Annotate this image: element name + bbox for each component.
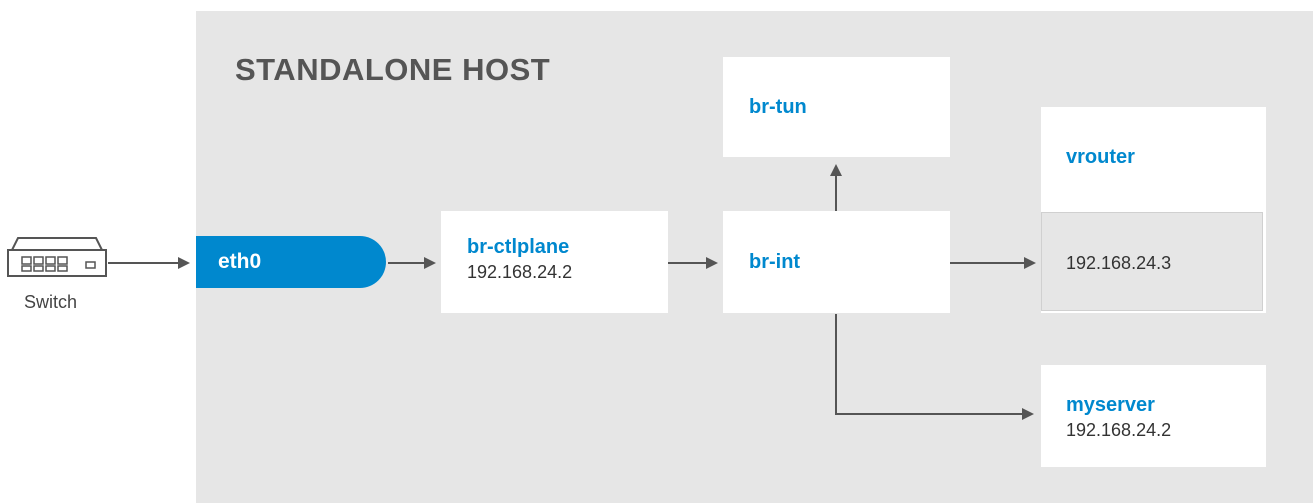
myserver-box (1041, 365, 1266, 467)
vrouter-ip: 192.168.24.3 (1066, 253, 1172, 273)
myserver-title: myserver (1066, 394, 1155, 416)
link-br-int-myserver (835, 314, 1034, 420)
br-ctlplane-box (441, 211, 668, 313)
br-tun-title: br-tun (749, 96, 807, 118)
host-title: STANDALONE HOST (235, 52, 551, 87)
network-switch-icon (7, 237, 107, 277)
br-int-box (723, 211, 950, 313)
br-ctlplane-title: br-ctlplane (467, 236, 570, 258)
br-int-title: br-int (749, 251, 801, 273)
switch-label: Switch (24, 292, 78, 312)
br-tun-box (723, 57, 950, 157)
vrouter-title: vrouter (1066, 146, 1135, 168)
br-ctlplane-ip: 192.168.24.2 (467, 262, 573, 282)
myserver-ip: 192.168.24.2 (1066, 420, 1172, 440)
vrouter-interface (1041, 212, 1263, 311)
eth0-interface (196, 236, 386, 288)
eth0-label: eth0 (218, 250, 262, 273)
